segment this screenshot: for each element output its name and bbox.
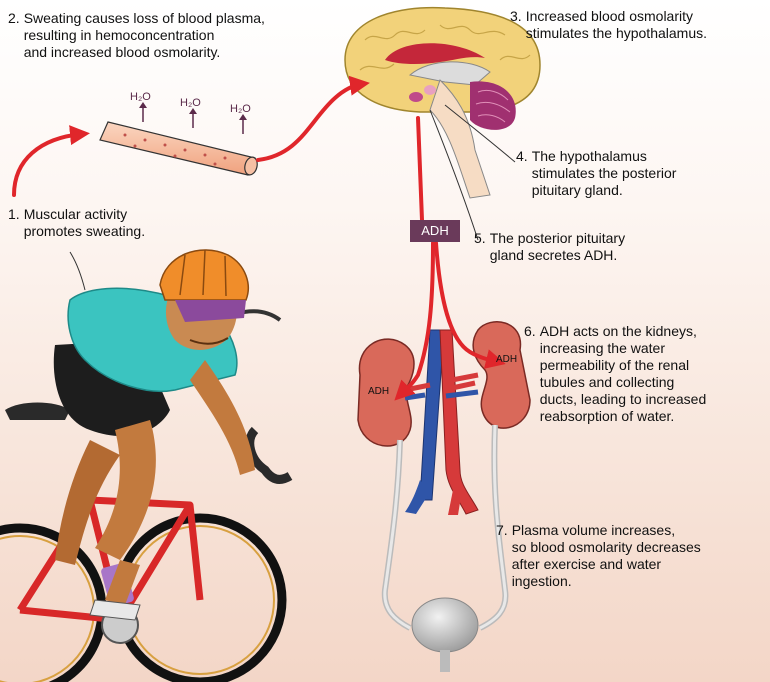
step-2-label: 2. Sweating causes loss of blood plasma,… [8,10,265,61]
step-text: Increased blood osmolarity stimulates th… [525,8,708,41]
blood-vessel [99,121,258,176]
step-number: 1. [8,206,20,222]
step-6-label: 6. ADH acts on the kidneys, increasing t… [524,323,706,425]
urinary-tract [381,424,509,672]
h2o-label: H₂O [230,103,251,115]
right-kidney-adh-label: ADH [496,354,518,365]
step-7-label: 7. Plasma volume increases, so blood osm… [496,522,701,590]
step-number: 7. [496,522,508,538]
step-text: Plasma volume increases, so blood osmola… [511,522,701,589]
brain [344,6,541,199]
h2o-label: H₂O [130,91,151,103]
step-text: Muscular activity promotes sweating. [23,206,146,239]
step-3-label: 3. Increased blood osmolarity stimulates… [510,8,707,42]
step-1-label: 1. Muscular activity promotes sweating. [8,206,145,240]
step-text: ADH acts on the kidneys, increasing the … [539,323,707,424]
step-number: 5. [474,230,486,246]
step-number: 2. [8,10,20,26]
h2o-label: H₂O [180,97,201,109]
step-number: 4. [516,148,528,164]
cyclist [0,249,293,682]
step-text: The posterior pituitary gland secretes A… [489,230,626,263]
step-number: 3. [510,8,522,24]
kidneys [357,321,531,515]
step-number: 6. [524,323,536,339]
step-4-label: 4. The hypothalamus stimulates the poste… [516,148,676,199]
h2o-evaporation: H₂O H₂O H₂O [130,91,251,134]
step-5-label: 5. The posterior pituitary gland secrete… [474,230,625,264]
flow-arrows [12,75,506,401]
adh-badge: ADH [410,220,460,242]
step-text: Sweating causes loss of blood plasma, re… [23,10,265,60]
step-text: The hypothalamus stimulates the posterio… [531,148,677,198]
leader-lines [69,104,516,291]
left-kidney-adh-label: ADH [368,386,390,397]
